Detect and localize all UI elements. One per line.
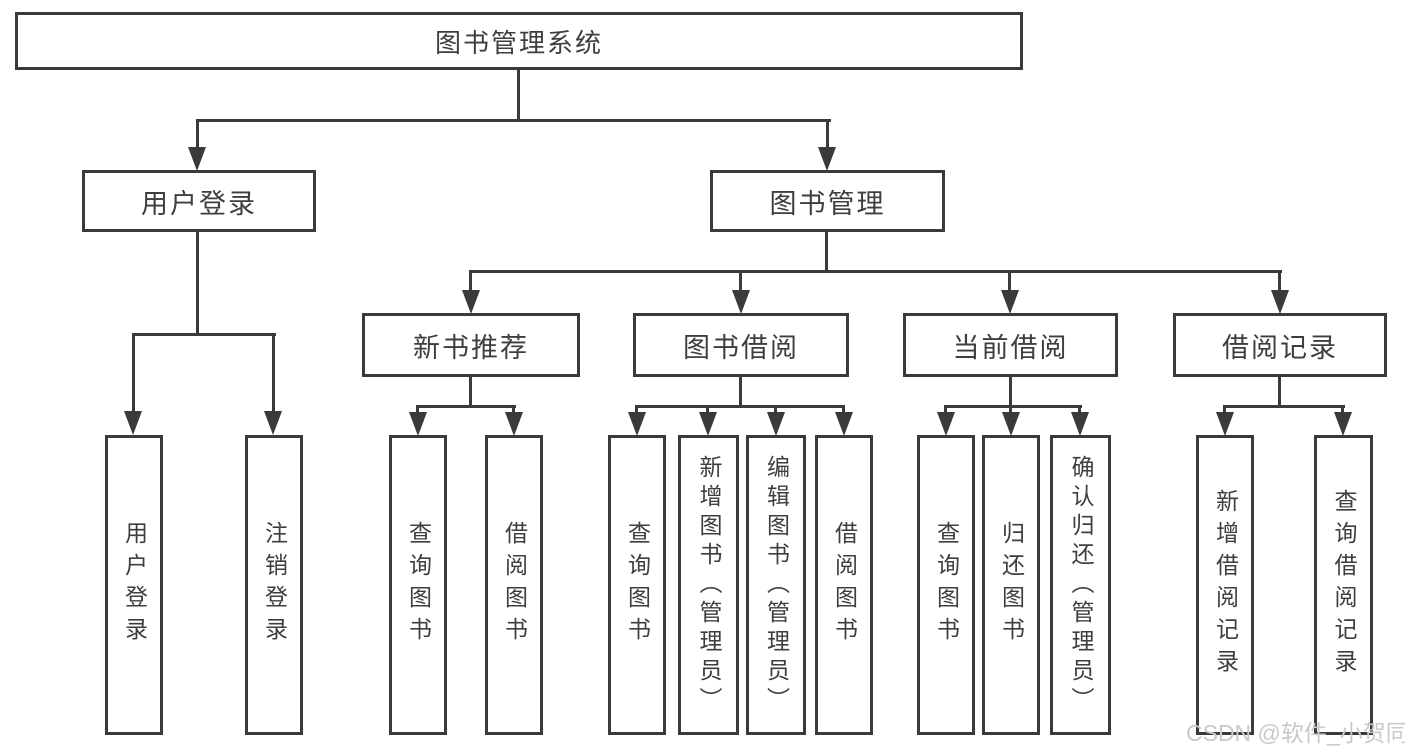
connector-line — [1009, 405, 1012, 417]
connector-line — [739, 377, 742, 408]
arrow-down-icon — [818, 147, 836, 171]
leaf-logout: 注销登录 — [245, 435, 303, 735]
leaf-bb-query-books: 查询图书 — [608, 435, 666, 735]
connector-line — [635, 405, 638, 417]
node-root: 图书管理系统 — [15, 12, 1023, 70]
connector-line — [469, 270, 1282, 273]
connector-line — [132, 333, 276, 336]
arrow-down-icon — [264, 411, 282, 435]
leaf-user-login: 用户登录 — [105, 435, 163, 735]
node-label: 查询图书 — [405, 521, 432, 649]
leaf-bb-add-books-admin: 新增图书（管理员） — [678, 435, 739, 735]
node-label: 编辑图书（管理员） — [763, 454, 790, 716]
node-borrow-records: 借阅记录 — [1173, 313, 1387, 377]
connector-line — [1009, 377, 1012, 408]
arrow-down-icon — [732, 290, 750, 314]
leaf-bb-borrow-books: 借阅图书 — [815, 435, 873, 735]
connector-line — [517, 70, 520, 121]
connector-line — [416, 405, 516, 408]
node-label: 借阅图书 — [501, 521, 528, 649]
arrow-down-icon — [409, 412, 427, 436]
arrow-down-icon — [1271, 290, 1289, 314]
arrow-down-icon — [505, 412, 523, 436]
connector-line — [842, 405, 845, 417]
leaf-cb-query-books: 查询图书 — [917, 435, 975, 735]
leaf-cb-confirm-return-admin: 确认归还（管理员） — [1050, 435, 1111, 735]
node-label: 新书推荐 — [413, 332, 529, 363]
connector-line — [944, 405, 1082, 408]
connector-line — [825, 232, 828, 273]
leaf-bb-edit-books-admin: 编辑图书（管理员） — [746, 435, 806, 735]
arrow-down-icon — [1002, 412, 1020, 436]
node-book-management: 图书管理 — [710, 170, 945, 232]
connector-line — [706, 405, 709, 417]
connector-line — [1078, 405, 1081, 417]
connector-line — [1278, 270, 1281, 294]
connector-line — [1278, 377, 1281, 408]
arrow-down-icon — [835, 412, 853, 436]
node-label: 借阅图书 — [831, 521, 858, 649]
connector-line — [196, 119, 831, 122]
connector-line — [196, 232, 199, 336]
connector-line — [469, 377, 472, 408]
connector-line — [416, 405, 419, 417]
node-label: 图书管理 — [769, 188, 886, 219]
connector-line — [635, 405, 845, 408]
node-label: 借阅记录 — [1222, 332, 1338, 363]
node-current-borrow: 当前借阅 — [903, 313, 1118, 377]
connector-line — [272, 333, 275, 415]
connector-line — [826, 119, 829, 151]
node-label: 归还图书 — [998, 521, 1025, 649]
node-new-book-recommend: 新书推荐 — [362, 313, 580, 377]
arrow-down-icon — [1334, 412, 1352, 436]
node-label: 当前借阅 — [952, 332, 1069, 363]
connector-line — [739, 270, 742, 294]
node-user-login: 用户登录 — [82, 170, 316, 232]
leaf-rec-borrow-books: 借阅图书 — [485, 435, 543, 735]
node-label: 图书管理系统 — [434, 27, 603, 58]
node-label: 查询图书 — [933, 521, 960, 649]
node-label: 查询借阅记录 — [1331, 489, 1357, 681]
leaf-rec-query-books: 查询图书 — [389, 435, 447, 735]
connector-line — [132, 333, 135, 415]
arrow-down-icon — [628, 412, 646, 436]
node-label: 新增借阅记录 — [1212, 489, 1239, 681]
arrow-down-icon — [188, 147, 206, 171]
node-book-borrow: 图书借阅 — [633, 313, 849, 377]
node-label: 注销登录 — [261, 521, 288, 649]
arrow-down-icon — [937, 412, 955, 436]
arrow-down-icon — [1071, 412, 1089, 436]
connector-line — [944, 405, 947, 417]
connector-line — [469, 270, 472, 294]
node-label: 用户登录 — [141, 188, 257, 219]
arrow-down-icon — [124, 411, 142, 435]
connector-line — [1223, 405, 1345, 408]
node-label: 新增图书（管理员） — [696, 454, 722, 716]
node-label: 查询图书 — [624, 521, 651, 649]
arrow-down-icon — [699, 412, 717, 436]
arrow-down-icon — [767, 412, 785, 436]
leaf-cb-return-books: 归还图书 — [982, 435, 1040, 735]
arrow-down-icon — [1216, 412, 1234, 436]
connector-line — [1341, 405, 1344, 417]
connector-line — [774, 405, 777, 417]
connector-line — [512, 405, 515, 417]
node-label: 用户登录 — [121, 521, 148, 649]
arrow-down-icon — [462, 290, 480, 314]
connector-line — [1008, 270, 1011, 294]
leaf-br-query-record: 查询借阅记录 — [1314, 435, 1373, 735]
connector-line — [196, 119, 199, 151]
leaf-br-add-record: 新增借阅记录 — [1196, 435, 1254, 735]
csdn-watermark: CSDN @软件_小贺同学 — [1186, 720, 1405, 746]
node-label: 确认归还（管理员） — [1068, 454, 1094, 716]
arrow-down-icon — [1001, 290, 1019, 314]
node-label: 图书借阅 — [683, 332, 799, 363]
connector-line — [1223, 405, 1226, 417]
